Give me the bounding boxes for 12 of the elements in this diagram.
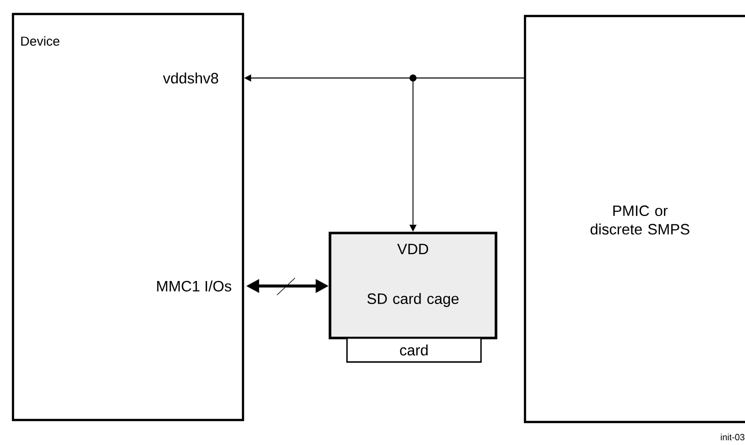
pin-label: VDD <box>397 244 428 254</box>
device-box <box>12 12 244 422</box>
box-title: Device <box>21 36 60 46</box>
card-cage-box <box>328 232 498 340</box>
figure-id: init-03 <box>720 434 744 440</box>
card-slot-box <box>346 337 482 363</box>
box-label: SD card cage <box>367 293 459 307</box>
pin-label: vddshv8 <box>162 72 218 84</box>
box-label: card <box>400 344 428 356</box>
pin-label: MMC1 I/Os <box>157 280 232 292</box>
power-supply-box <box>524 14 745 424</box>
box-label: PMIC or discrete SMPS <box>590 205 690 235</box>
